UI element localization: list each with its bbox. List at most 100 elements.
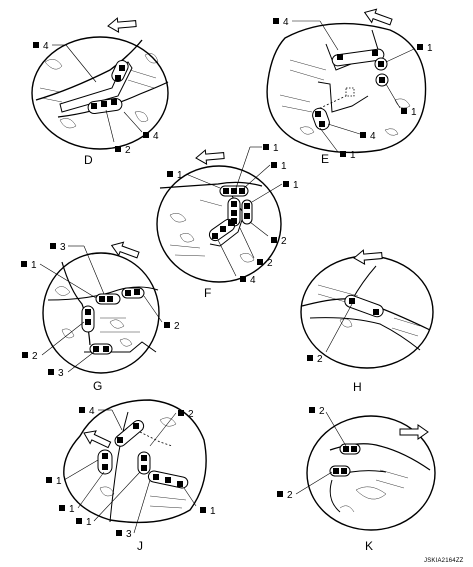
callout-number: 3 <box>126 529 132 540</box>
spot-weld-mark <box>373 309 379 315</box>
view-label: F <box>204 286 211 300</box>
spot-weld-mark <box>117 437 123 443</box>
callout-square-icon <box>48 369 54 375</box>
callout-square-icon <box>257 259 263 265</box>
spot-weld-mark <box>315 111 321 117</box>
spot-weld-mark <box>379 77 385 83</box>
callout-square-icon <box>271 237 277 243</box>
callout-number: 2 <box>319 406 325 417</box>
callout-number: 2 <box>174 321 180 332</box>
spot-weld-mark <box>102 464 108 470</box>
callout-number: 4 <box>89 406 95 417</box>
callout-square-icon <box>277 491 283 497</box>
callout-square-icon <box>79 407 85 413</box>
spot-weld-mark <box>125 290 131 296</box>
callout-number: 1 <box>86 517 92 528</box>
spot-weld-mark <box>378 61 384 67</box>
spot-weld-mark <box>231 201 237 207</box>
callout-number: 3 <box>58 368 64 379</box>
callout-number: 2 <box>317 354 323 365</box>
view-label: H <box>353 380 362 394</box>
callout-number: 1 <box>293 180 299 191</box>
spot-weld-mark <box>115 75 121 81</box>
callout-square-icon <box>263 144 269 150</box>
spot-weld-mark <box>341 468 347 474</box>
spot-weld-mark <box>119 65 125 71</box>
spot-weld-mark <box>244 213 250 219</box>
callout-square-icon <box>273 18 279 24</box>
spot-weld-mark <box>153 474 159 480</box>
spot-weld-mark <box>141 455 147 461</box>
view-k: 2 2 K <box>277 406 436 553</box>
spot-weld-mark <box>102 453 108 459</box>
callout-number: 2 <box>125 145 131 156</box>
callout-number: 3 <box>60 242 66 253</box>
spot-weld-mark <box>333 468 339 474</box>
callout-square-icon <box>271 162 277 168</box>
callout-number: 1 <box>31 260 37 271</box>
callout-square-icon <box>143 132 149 138</box>
spot-weld-mark <box>111 99 117 105</box>
callout-number: 2 <box>267 258 273 269</box>
callout-square-icon <box>240 276 246 282</box>
callout-square-icon <box>50 243 56 249</box>
callout-square-icon <box>309 407 315 413</box>
callout-number: 1 <box>210 506 216 517</box>
view-f-outline <box>156 165 282 283</box>
callout-square-icon <box>401 108 407 114</box>
callout-number: 2 <box>281 236 287 247</box>
callout-number: 4 <box>43 41 49 52</box>
callout-number: 2 <box>188 409 194 420</box>
spot-weld-mark <box>101 101 107 107</box>
callout-number: 1 <box>350 150 356 161</box>
view-label: E <box>321 152 329 166</box>
callout-square-icon <box>283 181 289 187</box>
spot-weld-mark <box>91 103 97 109</box>
spot-weld-mark <box>141 465 147 471</box>
callout-number: 1 <box>56 476 62 487</box>
callout-number: 1 <box>273 143 279 154</box>
spot-weld-mark <box>343 446 349 452</box>
callout-square-icon <box>164 322 170 328</box>
spot-weld-mark <box>165 477 171 483</box>
view-k-outline <box>306 415 436 531</box>
view-f: 1 1 1 1 2 2 4 F <box>156 143 299 300</box>
callout-square-icon <box>417 44 423 50</box>
callout-number: 4 <box>283 17 289 28</box>
spot-weld-mark <box>239 188 245 194</box>
view-label: J <box>137 539 143 553</box>
callout-square-icon <box>21 261 27 267</box>
callout-square-icon <box>200 507 206 513</box>
spot-weld-mark <box>231 188 237 194</box>
spot-weld-mark <box>107 296 113 302</box>
callout-number: 1 <box>177 170 183 181</box>
spot-weld-mark <box>244 203 250 209</box>
callout-number: 1 <box>281 161 287 172</box>
figure-code: JSKIA2164ZZ <box>424 558 464 564</box>
spot-weld-mark <box>103 346 109 352</box>
spot-weld-mark <box>228 220 234 226</box>
callout-square-icon <box>340 151 346 157</box>
callout-square-icon <box>22 352 28 358</box>
callout-square-icon <box>307 355 313 361</box>
spot-weld-mark <box>349 298 355 304</box>
callout-square-icon <box>178 410 184 416</box>
view-label: K <box>365 539 373 553</box>
view-g-outline <box>42 252 160 374</box>
callout-number: 1 <box>411 107 417 118</box>
callout-square-icon <box>33 42 39 48</box>
callout-number: 4 <box>250 275 256 286</box>
callout-number: 4 <box>153 131 159 142</box>
spot-weld-mark <box>337 54 343 60</box>
spot-weld-mark <box>220 226 226 232</box>
callout-square-icon <box>76 518 82 524</box>
spot-weld-mark <box>134 289 140 295</box>
spot-weld-mark <box>223 188 229 194</box>
callout-number: 2 <box>32 351 38 362</box>
spot-weld-mark <box>372 50 378 56</box>
view-label: D <box>84 153 93 167</box>
spot-weld-mark <box>351 446 357 452</box>
spot-weld-mark <box>85 309 91 315</box>
front-direction-arrow-icon <box>106 16 138 34</box>
